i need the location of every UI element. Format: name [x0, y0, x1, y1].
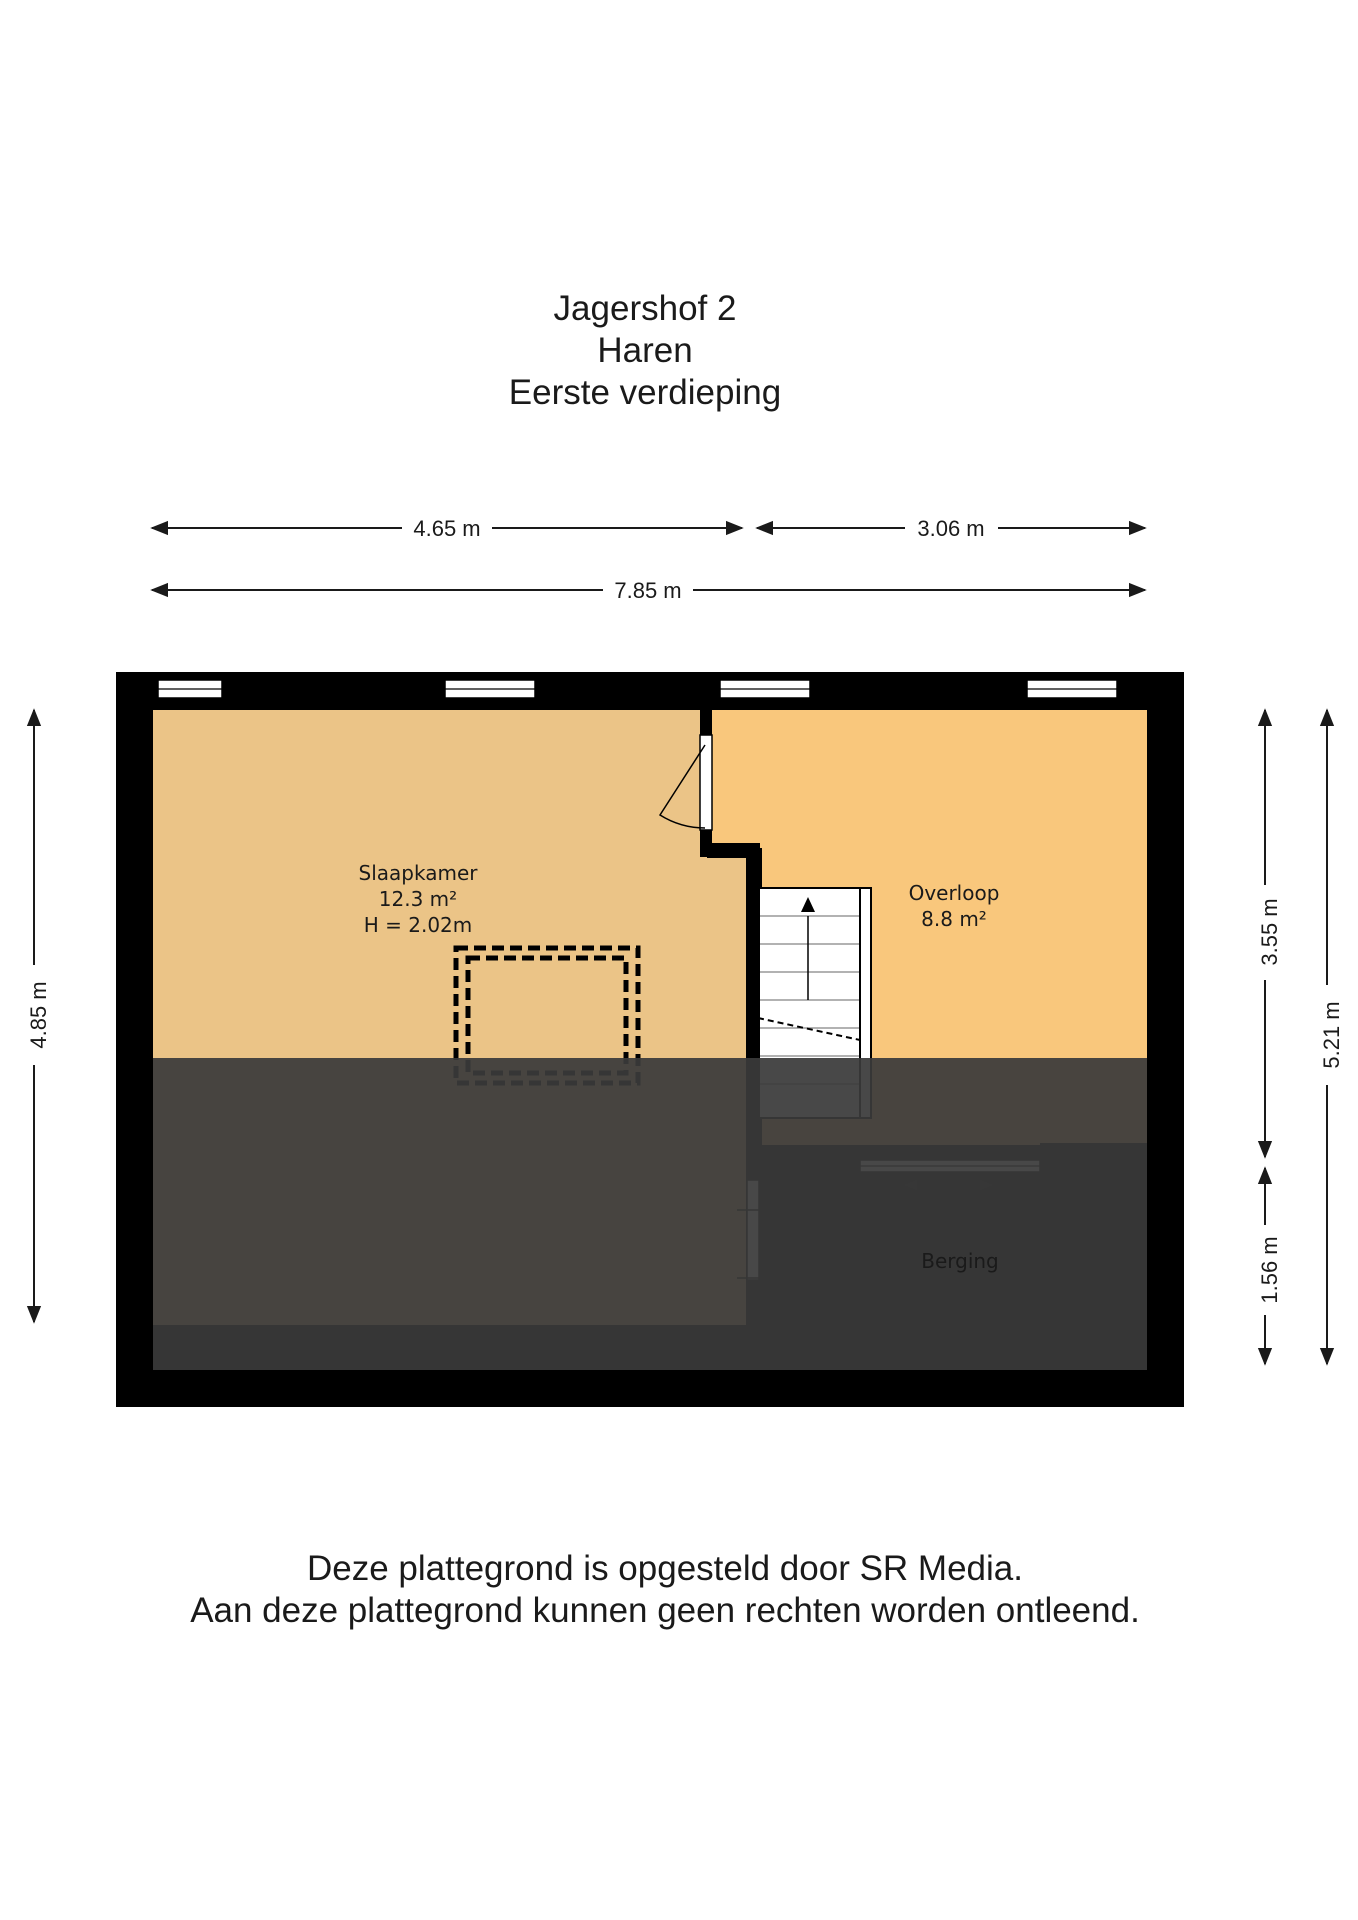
floor-title: Eerste verdieping: [508, 373, 782, 412]
dimension-top-total: 7.85 m: [150, 578, 1147, 603]
dimension-right-upper: 3.55 m: [1257, 708, 1282, 1159]
city-title: Haren: [597, 331, 693, 370]
low-ceiling-shade: [153, 1058, 1147, 1370]
dimension-top-left-label: 4.65 m: [413, 516, 480, 541]
room-slaapkamer-height: H = 2.02m: [364, 913, 473, 937]
dimension-right-lower: 1.56 m: [1257, 1166, 1282, 1366]
room-slaapkamer-name: Slaapkamer: [359, 861, 479, 885]
dimension-right-lower-label: 1.56 m: [1257, 1236, 1282, 1303]
stair-up-arrow-icon: [801, 897, 815, 912]
dimension-top-total-label: 7.85 m: [614, 578, 681, 603]
footer-line-1: Deze plattegrond is opgesteld door SR Me…: [307, 1549, 1023, 1588]
room-overloop-name: Overloop: [909, 881, 1000, 905]
address-title: Jagershof 2: [553, 289, 737, 328]
dimension-left-height-label: 4.85 m: [26, 981, 51, 1048]
dimension-right-total: 5.21 m: [1319, 708, 1344, 1366]
dimension-left-height: 4.85 m: [26, 708, 51, 1324]
door-slaapkamer: [658, 734, 713, 831]
dimension-right-upper-label: 3.55 m: [1257, 898, 1282, 965]
dimension-right-total-label: 5.21 m: [1319, 1001, 1344, 1068]
room-berging-name: Berging: [921, 1249, 999, 1273]
windows-top: [157, 679, 1118, 699]
dimension-top-left: 4.65 m: [150, 516, 744, 541]
room-slaapkamer-area: 12.3 m²: [379, 887, 457, 911]
footer-line-2: Aan deze plattegrond kunnen geen rechten…: [190, 1591, 1140, 1630]
dimension-top-right: 3.06 m: [755, 516, 1147, 541]
room-overloop-area: 8.8 m²: [921, 907, 987, 931]
dimension-top-right-label: 3.06 m: [917, 516, 984, 541]
